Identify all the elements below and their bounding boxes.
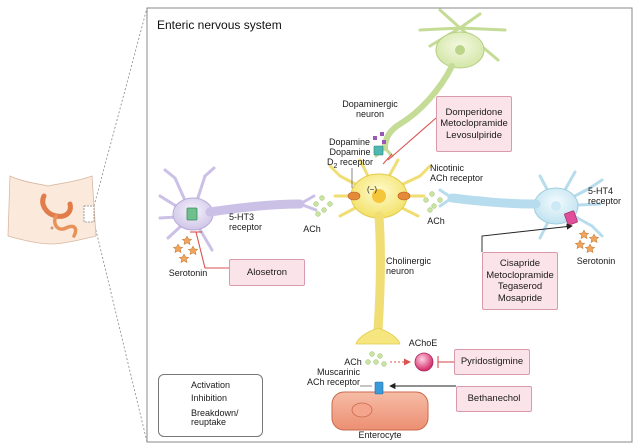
ens-frame [146, 7, 633, 443]
drug-pyridostigmine: Pyridostigmine [460, 356, 524, 368]
muscarinic-receptor-label: Muscarinic ACh receptor [306, 367, 360, 387]
drug-domperidone: Domperidone [445, 106, 503, 118]
drug-metoclopramide-d2: Metoclopramide [440, 118, 508, 130]
diagram-title: Enteric nervous system [157, 18, 282, 32]
inhibition-lines [190, 117, 454, 368]
ht3-receptor-label: 5-HT3 receptor [229, 212, 263, 232]
serotonin-right-label: Serotonin [576, 256, 616, 266]
drug-mosapride: Mosapride [497, 292, 543, 304]
torso-illustration [7, 175, 97, 245]
inhibition-sign: (−) [367, 185, 377, 194]
serotonergic-neuron-left [158, 166, 318, 252]
label-pointers [351, 168, 372, 387]
nicotinic-receptor-label: Nicotinic ACh receptor [430, 163, 484, 183]
serotonin-left [172, 235, 199, 264]
dopamine-label: Dopamine [328, 137, 370, 147]
ach-dots-bottom [365, 351, 387, 367]
drug-box-d2-antagonists: Domperidone Metoclopramide Levosulpiride [436, 96, 512, 152]
serotonergic-neuron-right [438, 170, 604, 240]
dopaminergic-neuron-label: Dopaminergic neuron [342, 99, 398, 119]
drug-alosetron: Alosetron [246, 266, 288, 278]
legend-activation: Activation [191, 380, 230, 392]
cholinergic-neuron [328, 145, 432, 345]
legend-breakdown: Breakdown/ reuptake [191, 406, 239, 430]
legend-inhibition-label: Inhibition [191, 393, 228, 404]
ach-right-label: ACh [427, 216, 445, 226]
drug-metoclopramide-ht4: Metoclopramide [486, 269, 554, 281]
ach-dots-right [423, 191, 443, 213]
legend-activation-label: Activation [191, 380, 231, 391]
zoom-line-bottom [93, 221, 148, 443]
ach-dots-left [313, 195, 333, 217]
ach-left-label: ACh [303, 224, 321, 234]
drug-box-cholinesterase-inhibitor: Pyridostigmine [454, 349, 530, 375]
drug-cisapride: Cisapride [499, 258, 541, 269]
ach-bottom-label: ACh [344, 357, 362, 367]
legend-inhibition: Inhibition [191, 393, 227, 405]
achoe-label: AChoE [408, 338, 438, 348]
drug-box-ht3-antagonist: Alosetron [229, 259, 305, 286]
zoom-line-top [93, 7, 148, 207]
serotonin-left-label: Serotonin [168, 268, 208, 278]
dopamine-molecules [373, 132, 386, 144]
enterocyte-label: Enterocyte [358, 430, 402, 440]
enterocyte [331, 381, 429, 431]
cholinergic-neuron-label: Cholinergic neuron [386, 256, 432, 276]
legend: Activation Inhibition Breakdown/ reuptak… [158, 374, 263, 437]
activation-lines [389, 223, 573, 390]
drug-tegaserod: Tegaserod [497, 281, 543, 292]
drug-levosulpiride: Levosulpiride [446, 129, 502, 141]
achoe-enzyme [414, 352, 434, 372]
serotonin-right [574, 229, 600, 254]
drug-box-ht4-agonists: Cisapride Metoclopramide Tegaserod Mosap… [482, 252, 558, 310]
drug-box-muscarinic-agonist: Bethanechol [456, 386, 532, 412]
legend-breakdown-label: Breakdown/ reuptake [191, 407, 239, 427]
ht4-receptor-label: 5-HT4 receptor [588, 186, 622, 206]
drug-bethanechol: Bethanechol [467, 393, 521, 405]
